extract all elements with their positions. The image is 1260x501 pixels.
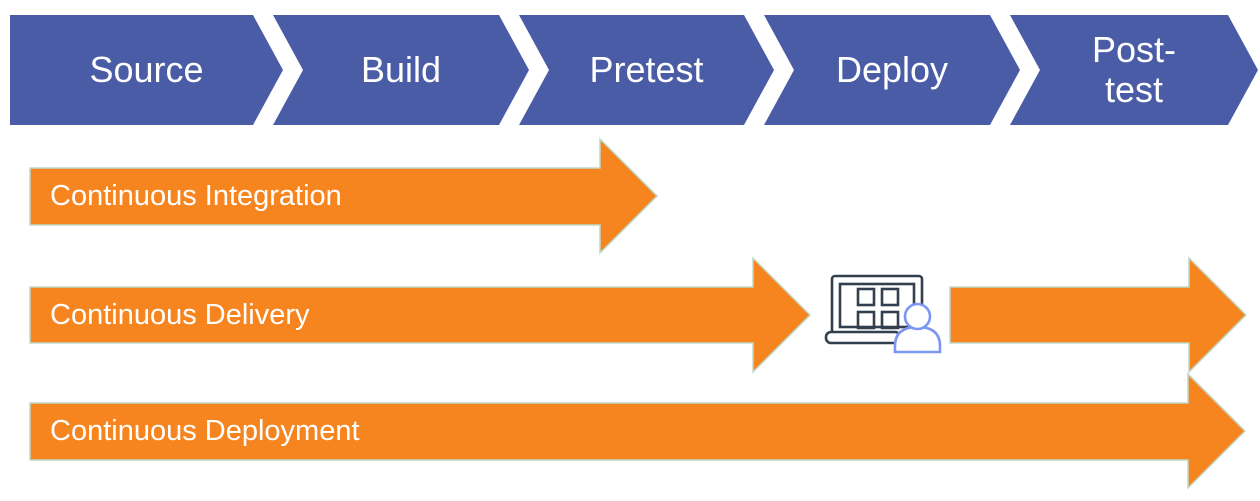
stage-label-deploy: Deploy — [835, 48, 949, 90]
person-at-laptop-icon — [824, 274, 942, 354]
stage-chevron-bar — [10, 15, 1258, 125]
person-icon — [893, 302, 942, 354]
continuous-delivery-label: Continuous Delivery — [50, 298, 310, 331]
stage-chevron-source — [10, 15, 283, 125]
stage-label-source: Source — [89, 48, 204, 90]
laptop-icon — [824, 274, 924, 345]
continuous-integration-label: Continuous Integration — [50, 180, 342, 212]
stage-chevron-build — [273, 15, 529, 125]
stage-label-build: Build — [360, 48, 442, 90]
continuous-delivery-arrow-left — [29, 256, 812, 374]
continuous-deployment-arrow — [29, 372, 1247, 490]
continuous-integration-arrow — [29, 137, 659, 255]
stage-label-posttest: Post-test — [1091, 28, 1177, 110]
continuous-deployment-label: Continuous Deployment — [50, 415, 360, 447]
stage-chevron-deploy — [764, 15, 1020, 125]
stage-label-pretest: Pretest — [589, 48, 704, 90]
stage-chevron-pretest — [519, 15, 774, 125]
stage-chevron-posttest — [1010, 15, 1258, 125]
continuous-delivery-arrow-right — [949, 256, 1248, 374]
